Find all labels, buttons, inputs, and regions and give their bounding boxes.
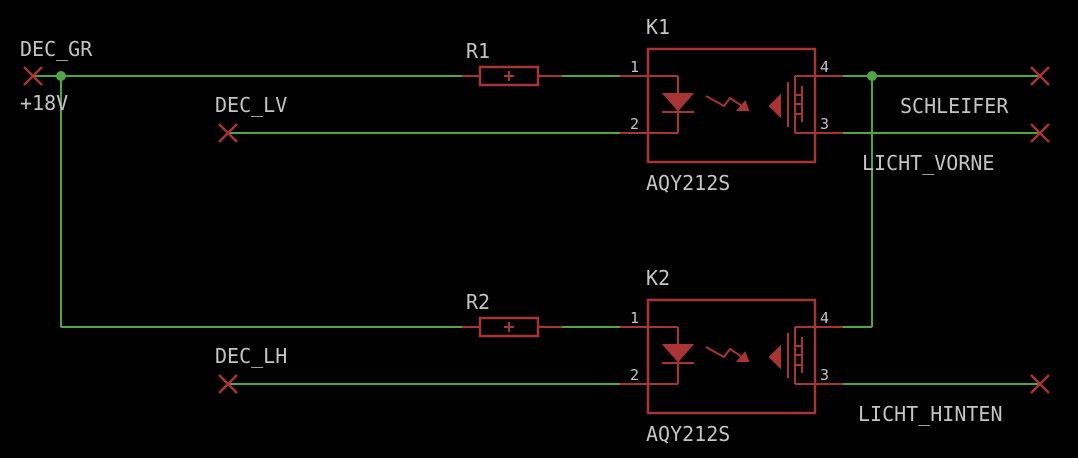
junction-dot-dec-gr (56, 71, 66, 81)
net-label-licht-vorne: LICHT_VORNE (862, 151, 994, 175)
net-label-dec-lh: DEC_LH (215, 344, 287, 368)
connector-licht-hinten-x[interactable] (1030, 374, 1050, 394)
light-arrow-icon (705, 346, 749, 362)
connector-licht-vorne-x[interactable] (1030, 123, 1050, 143)
pin-number-k1-3: 3 (820, 115, 829, 133)
part-value-k1: AQY212S (646, 171, 730, 195)
pin-number-k1-2: 2 (630, 115, 639, 133)
pin-number-k1-1: 1 (630, 58, 639, 76)
part-name-k1: K1 (646, 15, 670, 39)
led-icon (661, 93, 695, 112)
relay-k2[interactable] (620, 298, 843, 415)
led-icon (661, 344, 695, 363)
pin-number-k2-3: 3 (820, 366, 829, 384)
connector-dec-lh-x[interactable] (218, 374, 238, 394)
connector-dec-lv-x[interactable] (218, 123, 238, 143)
net-label-licht-hinten: LICHT_HINTEN (858, 402, 1003, 426)
resistor-r2[interactable] (462, 316, 562, 338)
part-name-r2: R2 (466, 290, 490, 314)
net-label-plus18v: +18V (20, 91, 68, 115)
part-value-k2: AQY212S (646, 422, 730, 446)
light-arrow-icon (705, 95, 749, 111)
net-label-dec-gr: DEC_GR (20, 37, 93, 61)
part-name-k2: K2 (646, 266, 670, 290)
pin-number-k2-2: 2 (630, 366, 639, 384)
junction-dot-schleifer (867, 71, 877, 81)
net-label-dec-lv: DEC_LV (215, 93, 287, 117)
pin-number-k2-1: 1 (630, 309, 639, 327)
part-name-r1: R1 (466, 39, 490, 63)
connector-schleifer-x[interactable] (1030, 66, 1050, 86)
connector-dec-gr-x[interactable] (23, 66, 43, 86)
pin-number-k1-4: 4 (820, 58, 829, 76)
resistor-r1[interactable] (462, 65, 562, 87)
net-label-schleifer: SCHLEIFER (900, 94, 1009, 118)
wires (33, 75, 1040, 385)
relay-k1[interactable] (620, 47, 843, 164)
pin-number-k2-4: 4 (820, 309, 829, 327)
